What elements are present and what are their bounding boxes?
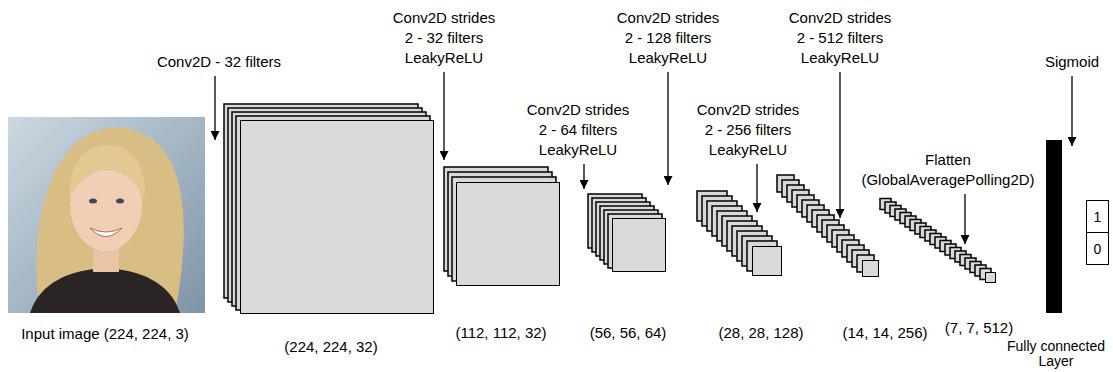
tensor-shape: (7, 7, 512) <box>945 319 1013 336</box>
output-value: 1 <box>1094 209 1102 225</box>
feature-map: (224, 224, 32) <box>240 120 434 314</box>
leader-arrow <box>1071 76 1072 146</box>
input-caption: Input image (224, 224, 3) <box>21 325 189 342</box>
shape-label: Input image (224, 224, 3) <box>21 324 189 344</box>
operation-label-text: Conv2D strides 2 - 512 filters LeakyReLU <box>789 9 892 66</box>
feature-map-stack <box>880 199 991 280</box>
input-image: Input image (224, 224, 3) <box>8 117 205 313</box>
operation-label: Sigmoid <box>1045 52 1099 72</box>
input-photo <box>8 117 205 313</box>
feature-map: (14, 14, 256) <box>862 260 879 277</box>
operation-label: Conv2D - 32 filters <box>157 52 281 72</box>
fully-connected-layer: Fully connected Layer <box>1046 140 1062 313</box>
clothing <box>30 268 180 313</box>
feature-map: (112, 112, 32) <box>456 182 560 286</box>
tensor-shape: (56, 56, 64) <box>590 324 667 341</box>
eye <box>116 199 124 204</box>
tensor-shape: (112, 112, 32) <box>455 324 546 341</box>
operation-label-text: Conv2D strides 2 - 64 filters LeakyReLU <box>527 101 630 158</box>
operation-label-text: Flatten (GlobalAveragePolling2D) <box>861 151 1034 188</box>
feature-map: (56, 56, 64) <box>612 218 666 272</box>
output-value: 0 <box>1094 241 1102 257</box>
photo-ground <box>8 117 205 313</box>
tensor-shape: (14, 14, 256) <box>842 324 927 341</box>
operation-label: Conv2D strides 2 - 32 filters LeakyReLU <box>388 8 500 68</box>
operation-label: Flatten (GlobalAveragePolling2D) <box>848 150 1048 190</box>
operation-label: Conv2D strides 2 - 512 filters LeakyReLU <box>784 8 896 68</box>
operation-label-text: Conv2D strides 2 - 32 filters LeakyReLU <box>393 9 496 66</box>
layer-name: Fully connected Layer <box>1003 339 1109 369</box>
operation-label-text: Conv2D - 32 filters <box>157 53 281 70</box>
shape-label: (112, 112, 32) <box>455 323 546 343</box>
operation-label: Conv2D strides 2 - 128 filters LeakyReLU <box>612 8 724 68</box>
leader-arrow <box>667 72 668 185</box>
shape-label: Fully connected Layer <box>1003 339 1109 369</box>
shape-label: (56, 56, 64) <box>590 323 667 343</box>
shape-label: (14, 14, 256) <box>842 323 927 343</box>
shape-label: (28, 28, 128) <box>718 323 803 343</box>
operation-label-text: Conv2D strides 2 - 256 filters LeakyReLU <box>697 101 800 158</box>
tensor-shape: (28, 28, 128) <box>718 324 803 341</box>
leader-arrow <box>214 76 215 140</box>
output-cell: 1 <box>1086 200 1109 233</box>
smile <box>90 228 122 237</box>
leader-arrow <box>583 164 584 189</box>
tensor-shape: (224, 224, 32) <box>284 338 377 355</box>
feature-map: (28, 28, 128) <box>752 246 782 276</box>
operation-label: Conv2D strides 2 - 64 filters LeakyReLU <box>522 100 634 160</box>
leader-arrow <box>756 164 757 212</box>
leader-arrow <box>443 72 444 160</box>
leader-arrow <box>964 194 965 244</box>
operation-label-text: Sigmoid <box>1045 53 1099 70</box>
eye <box>89 199 97 204</box>
output-cell: 0 <box>1086 232 1109 265</box>
feature-map: (7, 7, 512) <box>985 272 996 283</box>
operation-label: Conv2D strides 2 - 256 filters LeakyReLU <box>692 100 804 160</box>
shape-label: (7, 7, 512) <box>945 318 1013 338</box>
hair-fringe <box>70 145 145 200</box>
leader-arrow <box>839 72 840 218</box>
shape-label: (224, 224, 32) <box>284 337 377 357</box>
operation-label-text: Conv2D strides 2 - 128 filters LeakyReLU <box>617 9 720 66</box>
feature-map-stack <box>777 175 874 272</box>
